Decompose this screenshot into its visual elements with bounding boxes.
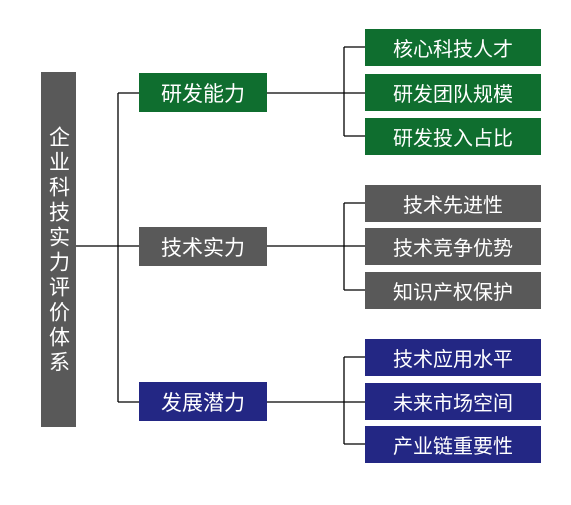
root-node-label: 企业科技实力评价体系 <box>46 125 71 376</box>
leaf-node-label: 技术先进性 <box>403 193 503 217</box>
leaf-node-2-2: 技术竞争优势 <box>365 228 541 265</box>
branch-node-tech-strength: 技术实力 <box>139 227 267 266</box>
leaf-node-label: 研发团队规模 <box>393 82 513 106</box>
leaf-node-3-1: 技术应用水平 <box>365 339 541 376</box>
leaf-node-label: 未来市场空间 <box>393 391 513 415</box>
leaf-node-1-3: 研发投入占比 <box>365 118 541 155</box>
leaf-node-2-3: 知识产权保护 <box>365 272 541 309</box>
leaf-node-label: 技术应用水平 <box>393 347 513 371</box>
branch-node-label: 研发能力 <box>161 81 245 106</box>
branch-node-growth-potential: 发展潜力 <box>139 382 267 421</box>
leaf-node-3-3: 产业链重要性 <box>365 426 541 463</box>
leaf-node-3-2: 未来市场空间 <box>365 383 541 420</box>
leaf-node-1-2: 研发团队规模 <box>365 74 541 111</box>
branch-node-label: 发展潜力 <box>161 390 245 415</box>
leaf-node-label: 核心科技人才 <box>393 37 513 61</box>
leaf-node-2-1: 技术先进性 <box>365 185 541 222</box>
branch-node-label: 技术实力 <box>161 235 245 260</box>
branch-node-rd-capability: 研发能力 <box>139 73 267 112</box>
leaf-node-label: 技术竞争优势 <box>393 236 513 260</box>
leaf-node-label: 产业链重要性 <box>393 434 513 458</box>
leaf-node-label: 知识产权保护 <box>393 280 513 304</box>
root-node: 企业科技实力评价体系 <box>41 72 76 427</box>
leaf-node-label: 研发投入占比 <box>393 126 513 150</box>
leaf-node-1-1: 核心科技人才 <box>365 29 541 66</box>
